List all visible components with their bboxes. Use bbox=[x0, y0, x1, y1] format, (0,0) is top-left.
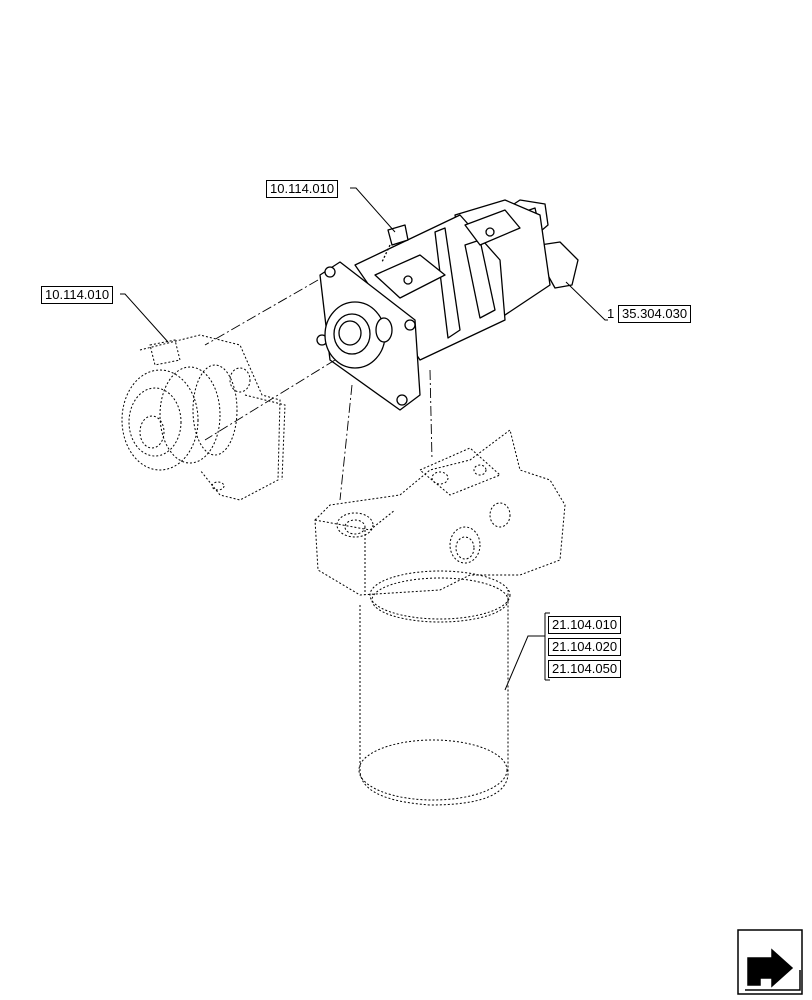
alignment-lines bbox=[204, 279, 433, 501]
pump-reference[interactable]: 35.304.030 bbox=[618, 305, 692, 323]
pump-bolt-reference[interactable]: 10.114.010 bbox=[266, 180, 339, 198]
next-page-arrow-icon[interactable] bbox=[737, 929, 803, 995]
pump-item-number: 1 bbox=[607, 306, 615, 321]
filter-reference-2[interactable]: 21.104.020 bbox=[548, 638, 622, 656]
filter-reference-3[interactable]: 21.104.050 bbox=[548, 660, 622, 678]
drive-gear-assembly bbox=[121, 334, 286, 501]
filter-assembly bbox=[314, 429, 566, 806]
leader-lines bbox=[120, 187, 608, 691]
drive-gear-reference[interactable]: 10.114.010 bbox=[41, 286, 114, 304]
filter-reference-1[interactable]: 21.104.010 bbox=[548, 616, 622, 634]
hydraulic-pump bbox=[316, 199, 579, 411]
